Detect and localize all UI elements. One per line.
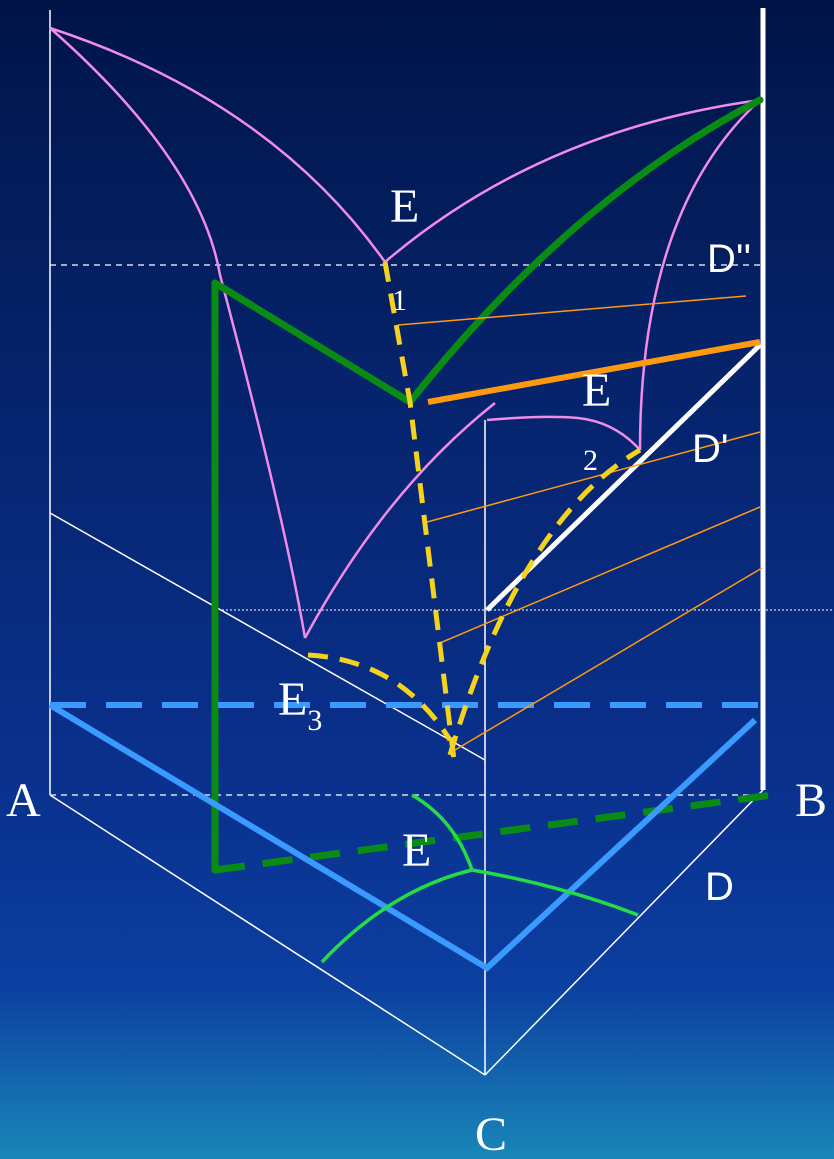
label-e3-subscript: 3: [307, 704, 322, 737]
liquidus-b-right: [384, 98, 761, 263]
path-main-descent: [382, 261, 458, 769]
base-projection-curves: [320, 793, 639, 964]
label-d-base: D: [705, 865, 734, 909]
liquidus-a-left: [49, 26, 387, 263]
tie-lines: [397, 295, 763, 751]
liquidus-curves: [49, 26, 761, 639]
projection-left-branch: [320, 868, 473, 964]
binary-green-lines: [211, 96, 773, 874]
liquidus-c-surface: [303, 402, 496, 639]
green-base-dashed: [214, 791, 773, 874]
crystallization-path: [307, 261, 642, 769]
base-edge-cb: [484, 789, 764, 1076]
label-vertex-a: A: [6, 774, 41, 827]
projection-top-branch: [411, 793, 474, 871]
label-vertex-b: B: [795, 774, 827, 827]
label-e3-main: E: [278, 673, 307, 726]
label-d-prime: D': [692, 427, 729, 471]
label-point-1: 1: [392, 284, 407, 317]
liquidus-d-segment: [486, 415, 641, 451]
tie-line-2: [426, 431, 761, 523]
label-eutectic-bottom: E: [402, 824, 431, 877]
isotherm-blue: [48, 702, 760, 972]
tie-line-3: [439, 506, 761, 644]
green-right-curve: [406, 96, 764, 406]
path-right-branch: [447, 447, 642, 756]
label-eutectic-right: E: [582, 364, 611, 417]
tie-line-4: [454, 567, 763, 751]
base-edge-ac: [49, 794, 486, 1076]
prism-frame: [49, 8, 834, 1076]
projection-right-branch: [471, 868, 639, 917]
liquidus-b-inner: [638, 99, 761, 451]
label-e3: E3: [278, 673, 322, 737]
tie-line-bold: [427, 339, 761, 405]
tie-line-1: [397, 295, 747, 326]
label-point-2: 2: [583, 444, 598, 477]
label-vertex-c: C: [475, 1108, 507, 1159]
diagram-labels: A B C E E E E3 D'' D' D 1 2: [6, 180, 827, 1159]
liquidus-a-inner: [49, 27, 307, 639]
side-edge-upper: [49, 512, 486, 761]
label-eutectic-top: E: [390, 180, 419, 233]
label-d-double-prime: D'': [707, 237, 751, 281]
isotherm-section-triangle: [48, 702, 758, 972]
green-left-segment: [211, 279, 414, 406]
